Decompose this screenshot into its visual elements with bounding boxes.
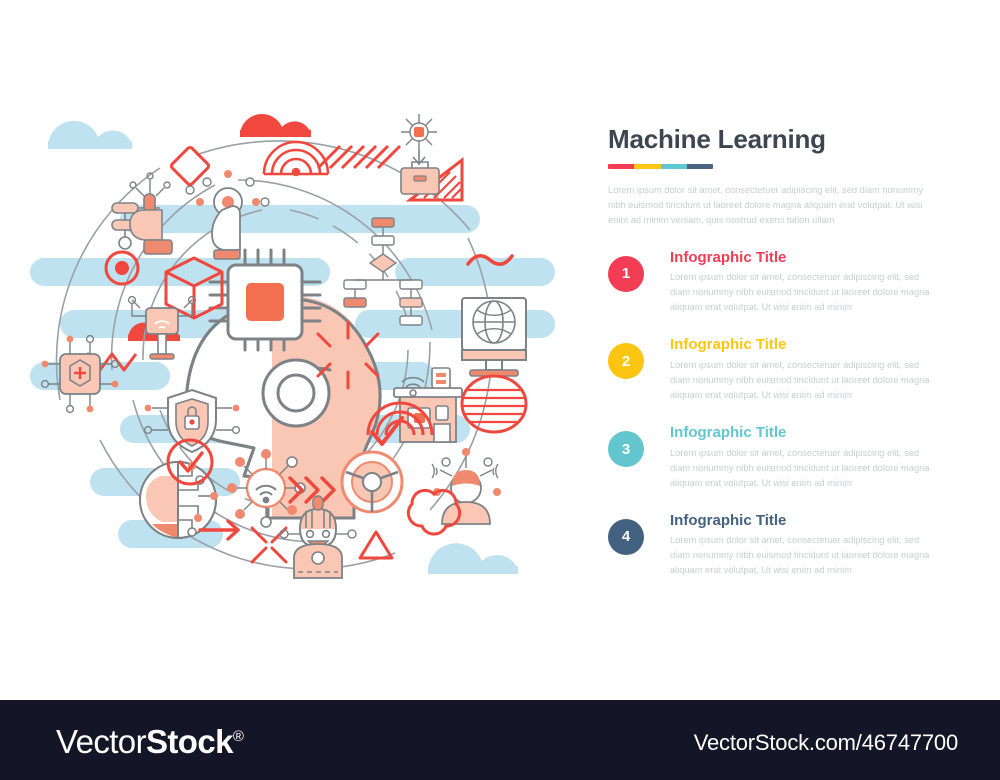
person-network-icon — [431, 448, 501, 525]
item-description-1: Lorem ipsum dolor sit amet, consectetuer… — [670, 272, 930, 313]
infographic-item-2[interactable]: 2 Infographic Title Lorem ipsum dolor si… — [608, 337, 948, 403]
accent-segment-4 — [686, 163, 713, 169]
burst-spark-icon — [316, 320, 380, 390]
microchip-plus-icon — [40, 334, 120, 414]
logo-text-light: Vector — [56, 723, 147, 760]
item-body-2: Infographic Title Lorem ipsum dolor sit … — [670, 337, 948, 403]
steering-wheel-icon — [340, 450, 404, 514]
item-title-1: Infographic Title — [670, 248, 787, 266]
item-body-3: Infographic Title Lorem ipsum dolor sit … — [670, 425, 948, 491]
wifi-router-icon — [127, 295, 197, 360]
cpu-chip-icon — [208, 248, 322, 352]
wave-tilde-icon — [466, 254, 514, 266]
cloud-icon-bottom-right — [428, 543, 518, 574]
accent-segment-3 — [660, 163, 687, 169]
item-description-2: Lorem ipsum dolor sit amet, consectetuer… — [670, 359, 930, 400]
registered-mark: ® — [232, 728, 244, 745]
striped-ellipse-icon — [460, 374, 528, 434]
check-circle-icon — [166, 438, 214, 486]
triangle-outline-icon — [358, 530, 394, 560]
hatched-square-icon — [316, 144, 402, 170]
checkmark-icon — [370, 416, 404, 446]
item-title-4: Infographic Title — [670, 511, 787, 529]
red-cloud-icon — [240, 113, 311, 137]
vectorstock-logo: VectorStock® — [56, 723, 244, 761]
signal-arc-icon — [262, 140, 330, 177]
item-body-4: Infographic Title Lorem ipsum dolor sit … — [670, 511, 948, 579]
globe-monitor-icon — [461, 297, 527, 377]
item-description-4: Lorem ipsum dolor sit amet, consectetuer… — [670, 535, 930, 576]
logo-text-bold: Stock — [145, 723, 233, 760]
cloverleaf-icon — [406, 488, 462, 536]
accent-segment-2 — [634, 163, 661, 169]
accent-bar — [608, 163, 713, 169]
robot-hand-icon — [111, 172, 173, 255]
item-number-badge-2: 2 — [608, 343, 644, 380]
watermark-footer: VectorStock® VectorStock.com/46747700 — [0, 700, 1000, 780]
item-number-badge-1: 1 — [608, 255, 644, 292]
shield-lock-icon — [143, 388, 241, 454]
diamond-outline-icon — [169, 145, 211, 187]
cube-3d-icon — [164, 256, 224, 320]
item-description-3: Lorem ipsum dolor sit amet, consectetuer… — [670, 447, 930, 488]
machine-learning-illustration — [0, 110, 600, 590]
chevrons-right-icon — [288, 476, 336, 504]
brain-circuit-icon — [139, 461, 218, 539]
target-dot-icon — [104, 250, 140, 286]
infographic-item-4[interactable]: 4 Infographic Title Lorem ipsum dolor si… — [608, 511, 948, 579]
briefcase-download-icon — [400, 114, 440, 195]
arrow-right-icon — [198, 519, 240, 541]
content-panel: Machine Learning Lorem ipsum dolor sit a… — [608, 125, 948, 578]
page-title: Machine Learning — [608, 124, 826, 154]
infographic-item-1[interactable]: 1 Infographic Title Lorem ipsum dolor si… — [608, 248, 948, 316]
touch-gesture-icon — [185, 170, 270, 260]
cloud-icon-top-left — [48, 120, 132, 149]
flowchart-icon — [343, 217, 423, 326]
cross-spark-icon — [250, 526, 288, 564]
item-body-1: Infographic Title Lorem ipsum dolor sit … — [670, 248, 948, 316]
robot-avatar-icon — [279, 495, 357, 579]
infographic-item-3[interactable]: 3 Infographic Title Lorem ipsum dolor si… — [608, 425, 948, 491]
item-title-2: Infographic Title — [670, 336, 787, 354]
item-title-3: Infographic Title — [670, 424, 787, 442]
item-number-badge-4: 4 — [608, 518, 644, 555]
accent-segment-1 — [608, 163, 635, 169]
intro-paragraph: Lorem ipsum dolor sit amet, consectetuer… — [608, 184, 924, 225]
item-number-badge-3: 3 — [608, 431, 644, 468]
watermark-url: VectorStock.com/46747700 — [693, 730, 958, 755]
